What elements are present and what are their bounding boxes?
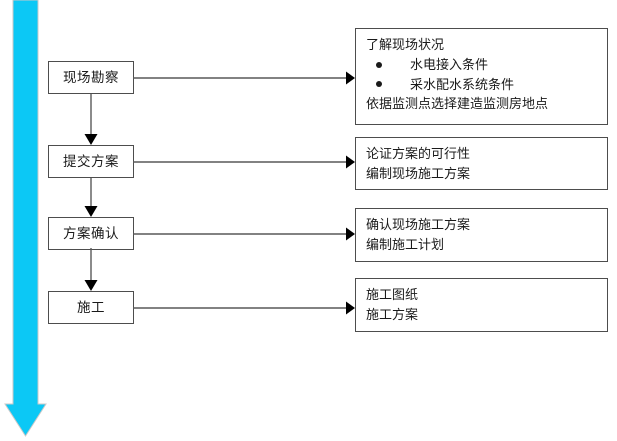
detail-line: 施工方案 <box>366 306 419 322</box>
detail-box-submit-plan: 论证方案的可行性 编制现场施工方案 <box>355 137 608 190</box>
detail-line: 论证方案的可行性 <box>366 146 471 161</box>
detail-line-text: 采水配水系统条件 <box>410 76 515 92</box>
connector-submit-plan-to-confirm-plan <box>84 178 98 217</box>
down-arrow-icon <box>4 0 47 437</box>
detail-line: 确认现场施工方案 <box>366 217 471 232</box>
connector-confirm-plan-to-detail <box>133 227 355 241</box>
process-box-label: 施工 <box>77 299 105 315</box>
process-box-confirm-plan[interactable]: 方案确认 <box>48 217 134 250</box>
connector-site-survey-to-submit-plan <box>84 94 98 145</box>
bullet-dot-icon <box>376 81 382 88</box>
process-box-construction[interactable]: 施工 <box>48 291 134 324</box>
connector-confirm-plan-to-construction <box>84 248 98 291</box>
detail-line-text: 水电接入条件 <box>410 56 489 72</box>
process-box-label: 提交方案 <box>63 153 119 169</box>
detail-box-site-survey: 了解现场状况 水电接入条件 采水配水系统条件 依据监测点选择建造监测房地点 <box>355 28 608 125</box>
connector-construction-to-detail <box>133 301 355 315</box>
detail-line: 编制施工计划 <box>366 236 445 252</box>
detail-line-bullet: 水电接入条件 <box>366 55 607 75</box>
connector-site-survey-to-detail <box>133 71 355 85</box>
detail-line: 编制现场施工方案 <box>366 165 471 181</box>
detail-line-bullet: 采水配水系统条件 <box>366 75 607 95</box>
process-box-site-survey[interactable]: 现场勘察 <box>48 61 134 94</box>
connector-submit-plan-to-detail <box>133 155 355 169</box>
process-box-submit-plan[interactable]: 提交方案 <box>48 145 134 178</box>
bullet-dot-icon <box>376 61 382 68</box>
detail-line: 依据监测点选择建造监测房地点 <box>366 96 549 112</box>
detail-box-confirm-plan: 确认现场施工方案 编制施工计划 <box>355 208 608 262</box>
process-box-label: 现场勘察 <box>63 69 119 85</box>
detail-box-construction: 施工图纸 施工方案 <box>355 278 608 332</box>
process-box-label: 方案确认 <box>63 225 119 241</box>
detail-line: 了解现场状况 <box>366 37 445 52</box>
detail-line: 施工图纸 <box>366 287 419 302</box>
